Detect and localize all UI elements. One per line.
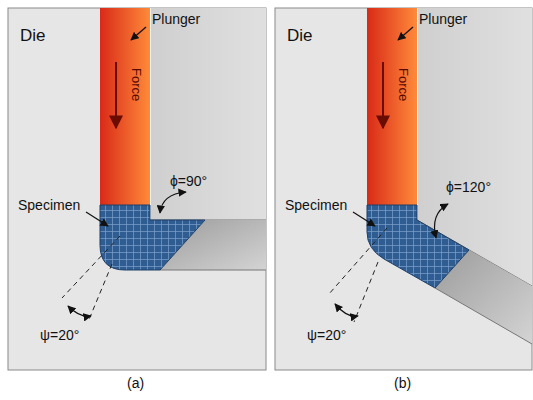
panel-label: (a) <box>127 376 144 391</box>
angle-label: ψ=20° <box>307 328 346 343</box>
part-label: Plunger <box>419 12 467 27</box>
part-label: Specimen <box>285 198 347 213</box>
angle-label: ψ=20° <box>40 328 79 343</box>
specimen <box>100 205 205 270</box>
specimen <box>367 205 469 288</box>
die-region: DieForce <box>8 8 266 370</box>
panel-label: (b) <box>394 376 411 391</box>
angle-label: ϕ=90° <box>170 174 207 189</box>
part-label: Plunger <box>152 12 200 27</box>
die-panel-b <box>275 8 532 370</box>
part-label: Specimen <box>18 198 80 213</box>
die-label: Die <box>20 26 46 46</box>
die-label: Die <box>287 26 313 46</box>
die-region: DieForce <box>275 8 532 370</box>
plunger-box: Force <box>367 8 417 205</box>
plunger-box: Force <box>100 8 150 205</box>
plunger <box>367 8 417 205</box>
force-label: Force <box>129 68 144 101</box>
angle-label: ϕ=120° <box>446 180 491 195</box>
plunger <box>100 8 150 205</box>
die-panel-a <box>8 8 266 370</box>
force-label: Force <box>396 68 411 101</box>
